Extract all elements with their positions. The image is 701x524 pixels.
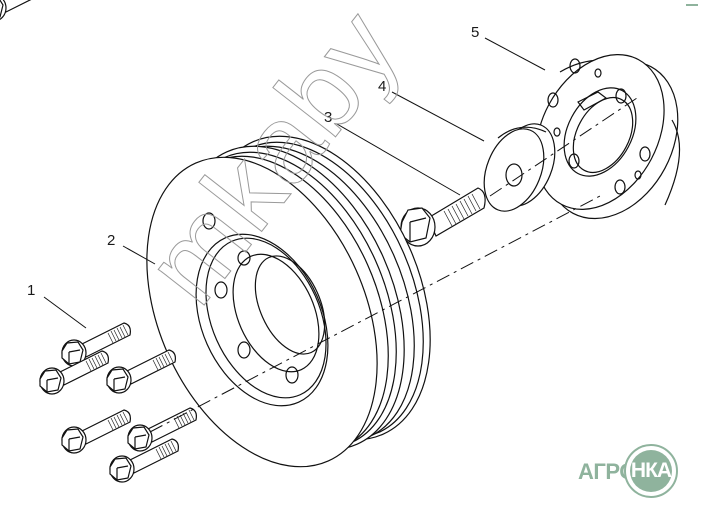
- thrust-washer-part: [483, 123, 556, 212]
- logo-circle: НКА: [624, 444, 678, 498]
- flange-bolt-set-part: [0, 0, 197, 483]
- callout-2: 2: [107, 232, 116, 249]
- callout-1: 1: [27, 282, 36, 299]
- center-bolt-part: [399, 187, 486, 247]
- leader-line-2: [122, 245, 156, 265]
- callout-4: 4: [378, 78, 387, 95]
- crankshaft-pulley-part: [146, 135, 431, 468]
- hub-flange-part: [535, 54, 681, 220]
- center-axis-line-upper: [489, 95, 641, 197]
- corner-mark-icon: [686, 4, 698, 6]
- leader-line-3: [336, 123, 461, 196]
- callout-5: 5: [471, 24, 480, 41]
- agronka-logo: АГРО НКА: [578, 444, 698, 500]
- flange-bolt: [0, 0, 32, 20]
- leader-line-1: [43, 296, 87, 329]
- leader-line-4: [391, 91, 485, 142]
- logo-circle-text: НКА: [630, 459, 672, 482]
- callout-3: 3: [324, 109, 333, 126]
- center-axis-line-lower: [149, 195, 601, 433]
- leader-line-5: [484, 37, 546, 71]
